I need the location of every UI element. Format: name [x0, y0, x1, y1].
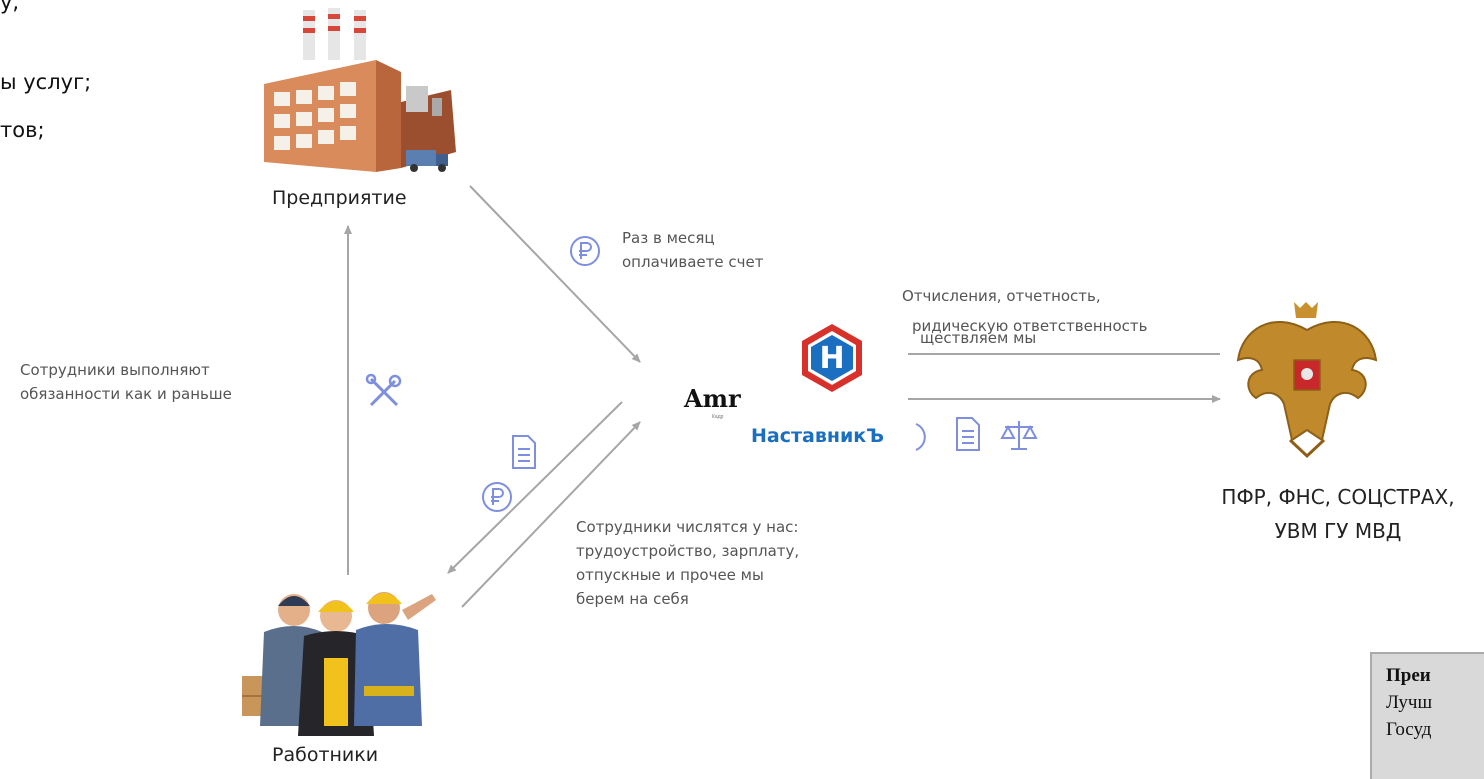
employed-note-line-1: Сотрудники числятся у нас:	[576, 518, 799, 536]
coat-of-arms-icon	[1236, 302, 1378, 459]
document-icon	[512, 435, 536, 469]
benefits-line-1: Лучш	[1386, 692, 1433, 713]
workers-illustration	[242, 592, 436, 742]
payment-note: Раз в месяц оплачиваете счет	[622, 226, 763, 274]
factory-icon	[264, 8, 456, 172]
benefits-line-2: Госуд	[1386, 719, 1432, 740]
government-label: ПФР, ФНС, СОЦСТРАХ, УВМ ГУ МВД	[1192, 480, 1484, 548]
employed-note-line-3: отпускные и прочее мы	[576, 566, 764, 584]
employed-note: Сотрудники числятся у нас: трудоустройст…	[576, 515, 799, 611]
reporting-note-line-2: ридическую ответственность	[912, 317, 1148, 335]
arrow-company-to-workers	[447, 401, 623, 574]
old-company-name: Amr	[684, 384, 741, 413]
duties-note-line-2: обязанности как и раньше	[20, 385, 232, 403]
tools-icon	[365, 373, 402, 407]
employed-note-line-4: берем на себя	[576, 590, 689, 608]
reporting-note-line-3: ществляем мы	[920, 329, 1037, 347]
ruble-icon-partial	[915, 423, 926, 451]
government-label-line-2: УВМ ГУ МВД	[1274, 519, 1402, 543]
benefits-box: Преи Лучш Госуд	[1370, 652, 1484, 779]
logo-letter: Н	[819, 341, 844, 376]
payment-note-line-2: оплачиваете счет	[622, 253, 764, 271]
scales-icon	[1000, 421, 1038, 450]
duties-note-line-1: Сотрудники выполняют	[20, 361, 210, 379]
enterprise-label: Предприятие	[272, 187, 407, 209]
employed-note-line-2: трудоустройство, зарплату,	[576, 542, 800, 560]
reporting-note-line-1: Отчисления, отчетность,	[902, 287, 1101, 305]
duties-note: Сотрудники выполняют обязанности как и р…	[20, 358, 232, 406]
government-label-line-1: ПФР, ФНС, СОЦСТРАХ,	[1221, 485, 1455, 509]
benefits-title: Преи	[1386, 665, 1431, 686]
workers-label: Работники	[272, 744, 379, 766]
old-company-subtitle: Кадр	[712, 414, 724, 420]
hexagon-logo-icon: Н	[802, 324, 862, 392]
ruble-icon	[570, 236, 600, 266]
arrow-enterprise-to-company	[469, 185, 641, 363]
clipped-text-line-2: ы услуг;	[0, 70, 92, 94]
clipped-text-line-1: у,	[0, 0, 20, 14]
company-name: НаставникЪ	[751, 425, 885, 447]
ruble-icon	[482, 482, 512, 512]
arrow-workers-to-company	[461, 421, 641, 608]
payment-note-line-1: Раз в месяц	[622, 229, 715, 247]
document-icon	[956, 417, 980, 451]
clipped-text-line-3: тов;	[0, 118, 45, 142]
